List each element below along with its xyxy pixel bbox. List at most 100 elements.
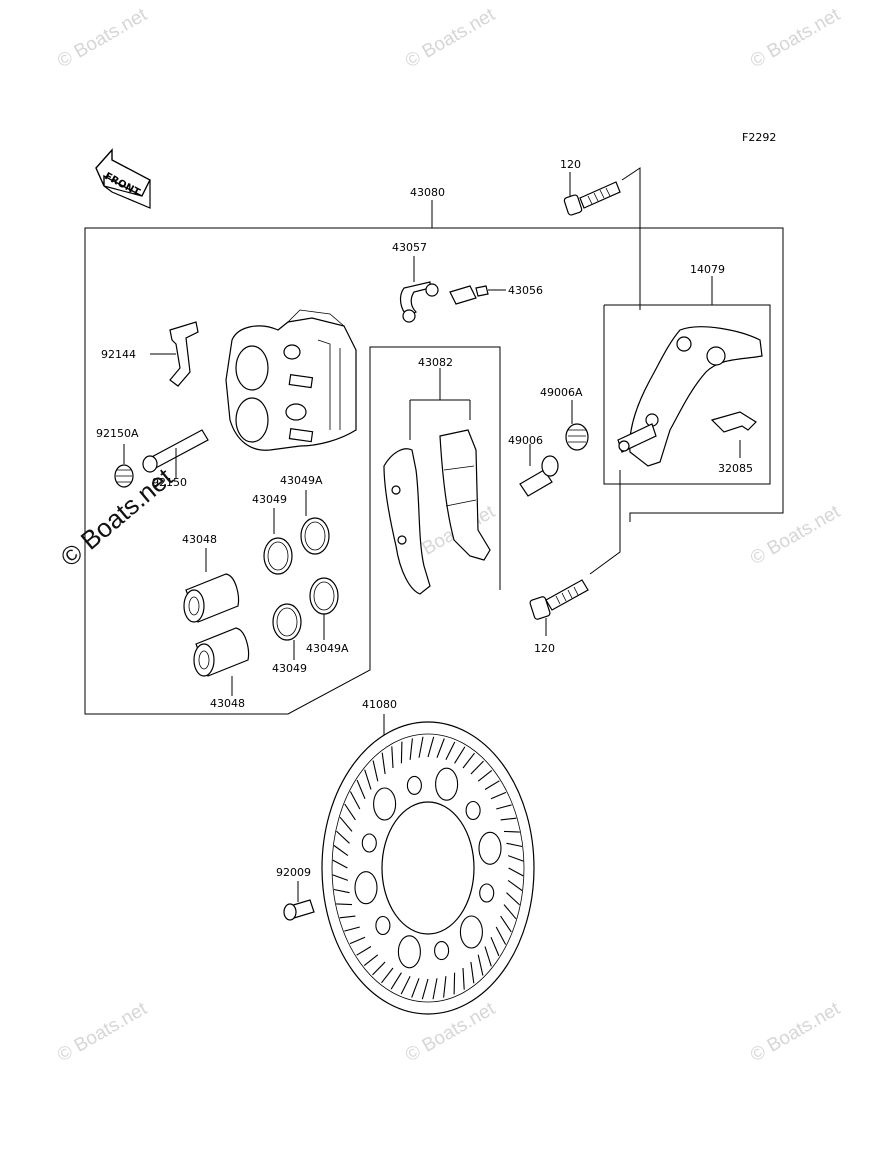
disc-slot [506, 892, 520, 906]
disc-slot [462, 752, 475, 769]
disc-slot [508, 867, 524, 877]
disc-mount-hole [434, 941, 450, 961]
bracket-outline [603, 304, 771, 485]
label-92144: 92144 [101, 348, 136, 361]
disc-slot [344, 926, 360, 932]
disc-slot [436, 738, 445, 758]
label-43080: 43080 [410, 186, 445, 199]
disc-slot [400, 975, 411, 995]
disc-bolt [283, 899, 315, 921]
disc-slot [356, 779, 366, 800]
label-43049A-bottom: 43049A [306, 642, 349, 655]
disc-slot [381, 752, 386, 775]
label-120-bottom: 120 [534, 642, 555, 655]
disc-slot [500, 915, 512, 933]
pad-spring [169, 321, 199, 387]
disc-slot [409, 738, 413, 760]
slide-pin [142, 429, 209, 473]
label-32085: 32085 [718, 462, 753, 475]
disc-lightening-hole [397, 935, 421, 969]
disc-slot [364, 769, 372, 790]
disc-slot [462, 967, 465, 990]
disc-slot [349, 791, 361, 810]
disc-slot [339, 816, 353, 832]
disc-slot [507, 855, 524, 862]
seal-ring [272, 603, 302, 641]
figure-code: F2292 [742, 131, 776, 144]
bolt-top [563, 167, 641, 310]
disc-slot [490, 791, 507, 800]
disc-slot [470, 961, 475, 984]
watermark: © Boats.net [747, 998, 844, 1066]
disc-slot [336, 903, 353, 906]
disc-lightening-hole [373, 787, 397, 821]
disc-slot [363, 954, 379, 967]
disc-slot [503, 830, 520, 833]
disc-slot [332, 874, 349, 881]
disc-slot [391, 746, 394, 769]
disc-slot [333, 888, 350, 894]
label-14079: 14079 [690, 263, 725, 276]
bleeder-valve [449, 285, 506, 305]
watermark: © Boats.net [747, 4, 844, 72]
seal-ring-a [309, 577, 339, 615]
disc-slot [336, 830, 350, 844]
disc-slot [503, 904, 517, 920]
disc-slot [496, 804, 512, 810]
disc-slot [339, 915, 356, 919]
disc-slot [332, 859, 348, 869]
disc-slot [507, 879, 523, 891]
bolt-bottom [529, 470, 621, 636]
disc-slot [454, 746, 466, 764]
disc-slot [470, 760, 484, 775]
label-43049A-top: 43049A [280, 474, 323, 487]
brake-pad-outer [383, 448, 431, 595]
piston [183, 573, 240, 623]
disc-mount-hole [375, 915, 391, 936]
disc-lightening-hole [459, 915, 483, 949]
label-92150: 92150 [152, 476, 187, 489]
brake-pad-inner [439, 429, 491, 561]
label-92150A: 92150A [96, 427, 139, 440]
disc-slot [477, 769, 493, 782]
bleeder-cap [399, 281, 439, 323]
disc-lightening-hole [478, 831, 502, 865]
label-43048-bottom: 43048 [210, 697, 245, 710]
disc-mount-hole [406, 775, 422, 795]
caliper-assembly-outline-right [629, 227, 784, 522]
disc-slot [432, 978, 438, 1000]
disc-slot [453, 972, 456, 995]
label-43048-top: 43048 [182, 533, 217, 546]
label-49006: 49006 [508, 434, 543, 447]
disc-mount-hole [479, 883, 495, 903]
disc-slot [484, 780, 500, 790]
slide-pin-boot [114, 464, 134, 488]
front-arrow-icon: FRONT [95, 148, 151, 209]
watermark: © Boats.net [54, 998, 151, 1066]
watermark: © Boats.net [402, 4, 499, 72]
label-43049-bottom: 43049 [272, 662, 307, 675]
disc-slot [421, 978, 429, 1000]
label-120-top: 120 [560, 158, 581, 171]
brake-disc [321, 721, 535, 1015]
disc-slot [333, 845, 349, 857]
seal-ring [263, 537, 293, 575]
caliper-assembly-outline [84, 227, 640, 715]
label-43057: 43057 [392, 241, 427, 254]
disc-slot [400, 741, 403, 764]
disc-slot [356, 946, 372, 956]
disc-slot [418, 736, 424, 758]
caliper-body [225, 309, 357, 451]
boot-pin [519, 455, 559, 497]
disc-slot [390, 972, 402, 990]
watermark: © Boats.net [747, 501, 844, 569]
label-41080: 41080 [362, 698, 397, 711]
disc-slot [445, 741, 456, 761]
disc-slot [344, 803, 356, 821]
bracket-spring [710, 411, 757, 433]
label-49006A: 49006A [540, 386, 583, 399]
label-43049-top: 43049 [252, 493, 287, 506]
disc-lightening-hole [435, 767, 459, 801]
disc-slot [443, 976, 447, 998]
